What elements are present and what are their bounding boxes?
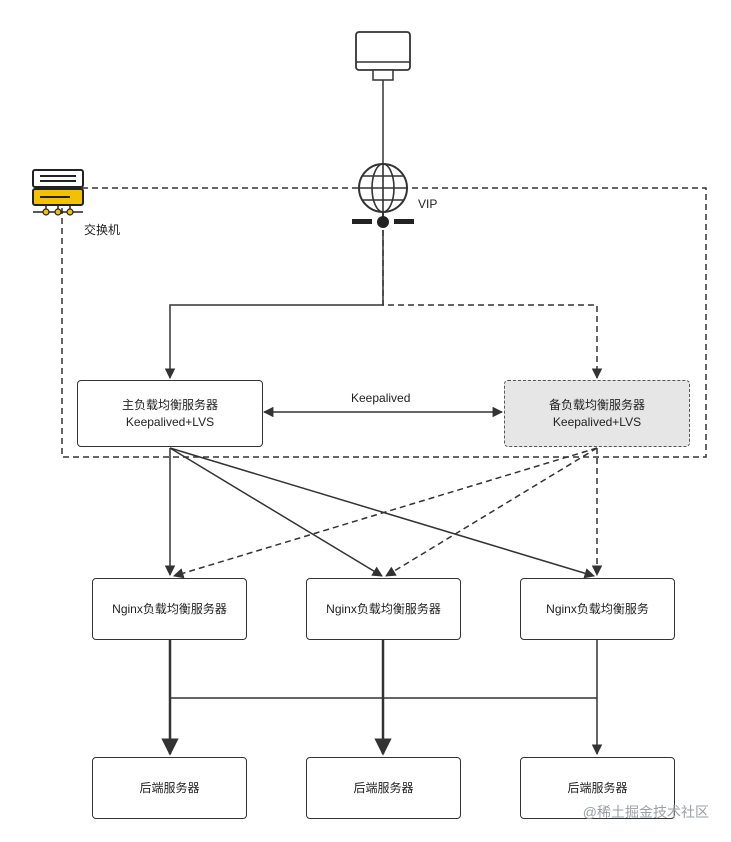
monitor-icon bbox=[355, 31, 411, 81]
primary-lb-subtitle: Keepalived+LVS bbox=[125, 414, 215, 429]
vip-to-backup-connector bbox=[382, 230, 603, 380]
vip-to-primary-connector bbox=[164, 230, 384, 380]
backend-server-label: 后端服务器 bbox=[353, 780, 414, 795]
backend-server-label: 后端服务器 bbox=[567, 780, 628, 795]
nginx-server-1: Nginx负载均衡服务器 bbox=[92, 578, 247, 640]
backup-lb-subtitle: Keepalived+LVS bbox=[552, 414, 642, 429]
primary-to-nginx-2 bbox=[169, 447, 383, 577]
backup-load-balancer: 备负载均衡服务器 Keepalived+LVS bbox=[504, 380, 690, 447]
network-switch-icon bbox=[32, 169, 84, 216]
backend-server-3: 后端服务器 bbox=[520, 757, 675, 819]
globe-icon bbox=[352, 163, 414, 228]
backup-to-nginx-1 bbox=[172, 447, 598, 579]
backup-to-nginx-2 bbox=[385, 447, 598, 577]
backend-server-1: 后端服务器 bbox=[92, 757, 247, 819]
backend-server-label: 后端服务器 bbox=[139, 780, 200, 795]
nginx-server-label: Nginx负载均衡服务器 bbox=[112, 601, 227, 616]
nginx-server-label: Nginx负载均衡服务 bbox=[546, 601, 649, 616]
vip-label: VIP bbox=[418, 197, 438, 211]
nginx-server-label: Nginx负载均衡服务器 bbox=[326, 601, 441, 616]
backup-lb-title: 备负载均衡服务器 bbox=[548, 397, 645, 412]
primary-lb-title: 主负载均衡服务器 bbox=[121, 397, 218, 412]
nginx-server-3: Nginx负载均衡服务 bbox=[520, 578, 675, 640]
keepalived-label: Keepalived bbox=[351, 391, 411, 405]
switch-label: 交换机 bbox=[84, 223, 121, 237]
watermark: @稀土掘金技术社区 bbox=[582, 804, 709, 820]
primary-load-balancer: 主负载均衡服务器 Keepalived+LVS bbox=[77, 380, 263, 447]
primary-to-nginx-3 bbox=[169, 447, 596, 579]
backend-server-2: 后端服务器 bbox=[306, 757, 461, 819]
nginx-server-2: Nginx负载均衡服务器 bbox=[306, 578, 461, 640]
